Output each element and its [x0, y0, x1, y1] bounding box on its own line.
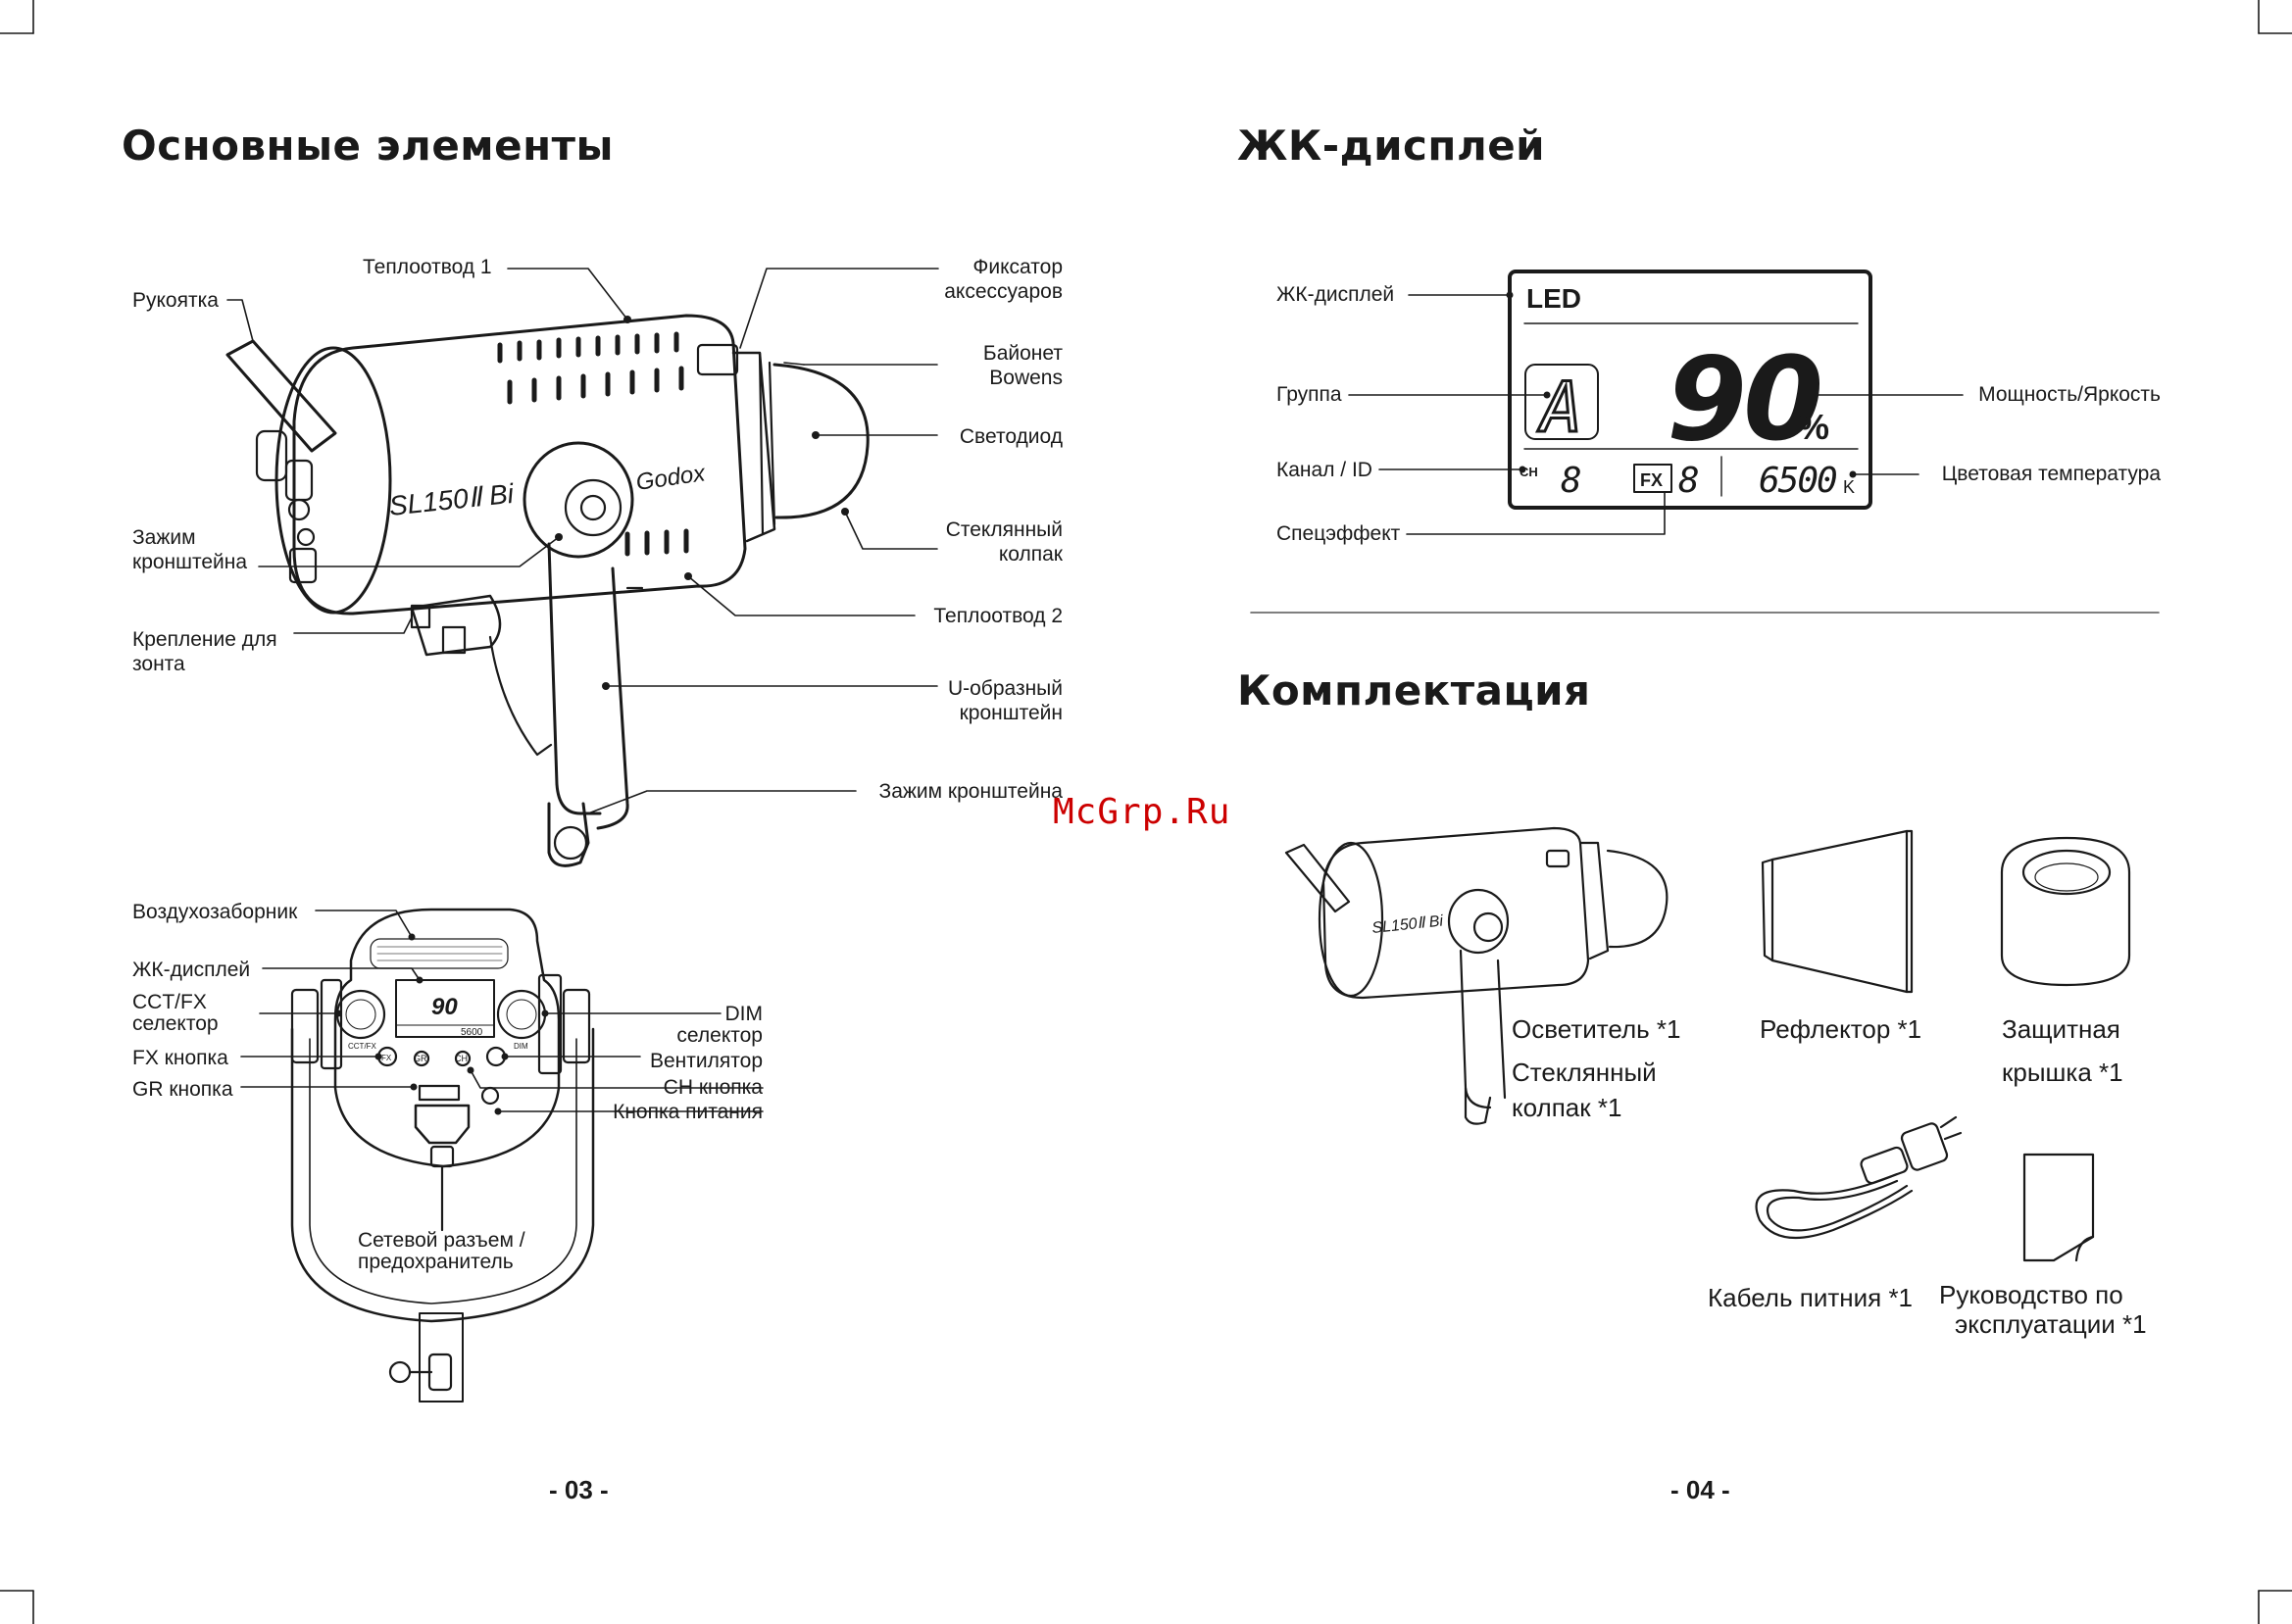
label-dim-line2: селектор — [676, 1024, 763, 1047]
kit-item-manual: Руководство по эксплуатации *1 — [1939, 1280, 2147, 1339]
label-power-socket: Сетевой разъем / предохранитель — [358, 1230, 525, 1273]
label-accessory-lock-line2: аксессуаров — [944, 280, 1063, 303]
label-fx-button: FX кнопка — [132, 1047, 228, 1069]
lcd-ch-value: 8 — [1561, 461, 1582, 501]
label-bowens-line1: Байонет — [982, 342, 1063, 365]
label-ch-button: CH кнопка — [663, 1076, 763, 1099]
kit-item-glass-line1: Стеклянный — [1512, 1058, 1657, 1087]
label-accessory-lock-line1: Фиксатор — [972, 256, 1063, 278]
kit-reflector-illustration — [1761, 829, 1914, 994]
lcd-fx-label: FX — [1640, 470, 1663, 490]
lcd-temp-unit: K — [1843, 477, 1855, 497]
label-gr-button: GR кнопка — [132, 1078, 233, 1101]
label-u-bracket: U-образный кронштейн — [867, 676, 1063, 725]
rear-btn-fx-text: FX — [381, 1054, 392, 1062]
label-lcd-channel: Канал / ID — [1276, 459, 1372, 481]
label-dim-selector: DIM селектор — [606, 1004, 763, 1047]
lcd-ch-label: CH — [1520, 465, 1538, 479]
kit-item-cover-line1: Защитная — [2002, 1014, 2120, 1044]
side-dots — [555, 316, 849, 690]
kit-item-manual-line2: эксплуатации *1 — [1955, 1309, 2147, 1339]
rear-lcd-temp-text: 5600 — [461, 1027, 483, 1038]
kit-item-protective-cover: Защитная крышка *1 — [2002, 1011, 2123, 1090]
kit-item-glass-line2: колпак *1 — [1512, 1093, 1622, 1122]
kit-section-title: Комплектация — [1237, 666, 1591, 714]
label-bracket-clamp-line1: Зажим — [132, 526, 196, 549]
label-lcd-color-temp: Цветовая температура — [1941, 463, 2161, 485]
kit-item-manual-line1: Руководство по — [1939, 1280, 2123, 1309]
label-umbrella-mount: Крепление для зонта — [132, 627, 277, 676]
label-handle: Рукоятка — [132, 289, 219, 312]
label-glass-cover-line1: Стеклянный — [945, 518, 1063, 541]
light-rear-illustration — [290, 908, 595, 1403]
label-power-socket-line1: Сетевой разъем / — [358, 1229, 525, 1252]
kit-item-cover-line2: крышка *1 — [2002, 1058, 2123, 1087]
lcd-temp-value: 6500 — [1759, 461, 1836, 501]
device-model-text: SL150Ⅱ Bi — [387, 478, 516, 521]
label-bracket-clamp-bottom: Зажим кронштейна — [878, 780, 1063, 803]
label-lcd-power: Мощность/Яркость — [1978, 383, 2161, 406]
lcd-power-unit: % — [1798, 407, 1829, 447]
label-lcd-display: ЖК-дисплей — [1276, 283, 1395, 306]
light-side-illustration — [225, 314, 870, 867]
lcd-group-letter: A — [1537, 368, 1582, 448]
label-cct-fx-line2: селектор — [132, 1012, 219, 1035]
lcd-power-value: 90 — [1667, 331, 1819, 467]
lcd-leaders — [1348, 294, 1964, 535]
lcd-diagram — [1508, 270, 1872, 510]
rear-btn-gr-text: GR — [414, 1054, 427, 1063]
kit-item-cable: Кабель питния *1 — [1708, 1283, 1914, 1312]
rear-lcd-value-text: 90 — [431, 994, 458, 1020]
rear-knob-left-text: CCT/FX — [348, 1042, 377, 1051]
lcd-dots — [1506, 291, 1857, 478]
rear-dots — [334, 933, 549, 1115]
label-led: Светодиод — [959, 425, 1063, 448]
label-rear-lcd: ЖК-дисплей — [132, 959, 251, 981]
lcd-fx-value: 8 — [1678, 461, 1700, 501]
kit-cover-illustration — [2000, 836, 2131, 987]
page-number-right: - 04 - — [1670, 1475, 1730, 1504]
label-glass-cover: Стеклянный колпак — [867, 517, 1063, 566]
kit-manual-illustration — [2022, 1153, 2095, 1262]
label-fan: Вентилятор — [650, 1050, 763, 1072]
page-number-left: - 03 - — [549, 1475, 609, 1504]
label-air-intake: Воздухозаборник — [132, 901, 298, 923]
label-dim-line1: DIM — [724, 1003, 764, 1025]
label-bowens-line2: Bowens — [989, 367, 1063, 389]
label-glass-cover-line2: колпак — [998, 543, 1063, 566]
label-power-button: Кнопка питания — [613, 1101, 763, 1123]
rear-btn-ch-text: CH — [455, 1054, 468, 1063]
label-cct-fx-selector: CCT/FX селектор — [132, 992, 219, 1035]
device-brand-text: Godox — [634, 460, 708, 496]
kit-item-reflector: Рефлектор *1 — [1760, 1014, 1922, 1044]
kit-cable-illustration — [1755, 1115, 1963, 1240]
lcd-brand-text: LED — [1526, 283, 1581, 314]
label-umbrella-mount-line1: Крепление для — [132, 628, 277, 651]
label-u-bracket-line2: кронштейн — [959, 702, 1063, 724]
left-page-title: Основные элементы — [122, 122, 614, 170]
label-bowens: Байонет Bowens — [867, 341, 1063, 390]
label-bracket-clamp: Зажим кронштейна — [132, 525, 247, 574]
label-power-socket-line2: предохранитель — [358, 1251, 514, 1273]
kit-light-illustration — [1284, 826, 1669, 1125]
label-lcd-group: Группа — [1276, 383, 1342, 406]
label-accessory-lock: Фиксатор аксессуаров — [863, 255, 1063, 304]
label-umbrella-mount-line2: зонта — [132, 653, 185, 675]
label-cct-fx-line1: CCT/FX — [132, 991, 207, 1013]
kit-item-light: Осветитель *1 — [1512, 1014, 1681, 1044]
label-bracket-clamp-line2: кронштейна — [132, 551, 248, 573]
watermark: McGrp.Ru — [1053, 792, 1231, 832]
label-lcd-effect: Спецэффект — [1276, 522, 1401, 545]
kit-item-glass-cover: Стеклянный колпак *1 — [1512, 1055, 1657, 1125]
label-heatsink-2: Теплоотвод 2 — [933, 605, 1063, 627]
label-heatsink-1: Теплоотвод 1 — [363, 256, 492, 278]
side-leaders — [226, 268, 939, 814]
rear-leaders — [240, 910, 764, 1112]
label-u-bracket-line1: U-образный — [947, 677, 1063, 700]
lcd-section-title: ЖК-дисплей — [1237, 122, 1546, 170]
rear-knob-right-text: DIM — [514, 1042, 528, 1051]
